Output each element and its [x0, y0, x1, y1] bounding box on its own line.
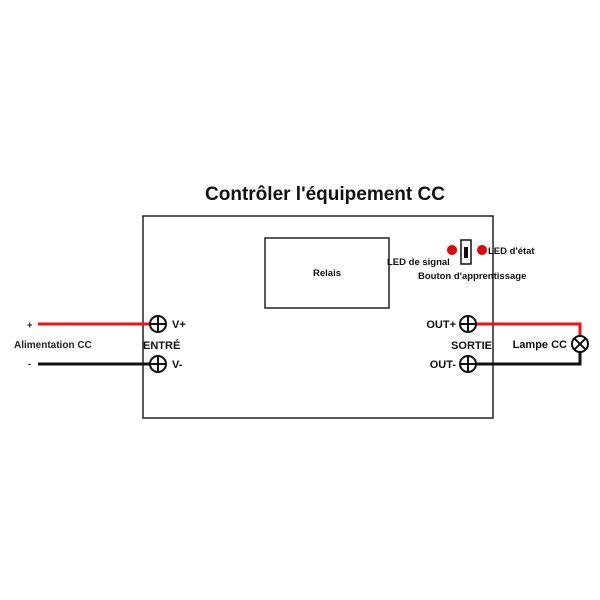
terminal-out-minus-icon: [459, 355, 477, 373]
diagram-title: Contrôler l'équipement CC: [205, 184, 445, 205]
out-plus-label: OUT+: [426, 319, 456, 331]
power-pos-symbol: +: [27, 320, 33, 331]
output-positive-wire: [468, 322, 582, 336]
learn-button-knob-icon: [464, 247, 468, 258]
terminal-v-plus-icon: [149, 315, 167, 333]
power-neg-symbol: -: [28, 359, 31, 370]
relay-label: Relais: [313, 268, 341, 279]
output-group-label: SORTIE: [451, 340, 492, 352]
relay-block: [264, 237, 390, 309]
output-negative-wire: [468, 352, 582, 366]
signal-led-label: LED de signal: [387, 257, 450, 268]
out-minus-label: OUT-: [430, 359, 457, 371]
controller-module: [142, 215, 494, 419]
signal-led-icon: [447, 245, 457, 255]
lamp-icon: [571, 335, 589, 353]
lamp-label: Lampe CC: [513, 339, 567, 351]
status-led-label: LED d'état: [488, 246, 535, 257]
status-led-icon: [477, 245, 487, 255]
terminal-v-minus-icon: [149, 355, 167, 373]
learn-button-label: Bouton d'apprentissage: [418, 271, 526, 282]
v-plus-label: V+: [172, 319, 186, 331]
power-source-label: Alimentation CC: [14, 340, 92, 351]
terminal-out-plus-icon: [459, 315, 477, 333]
input-group-label: ENTRÉ: [143, 339, 180, 352]
v-minus-label: V-: [172, 359, 183, 371]
